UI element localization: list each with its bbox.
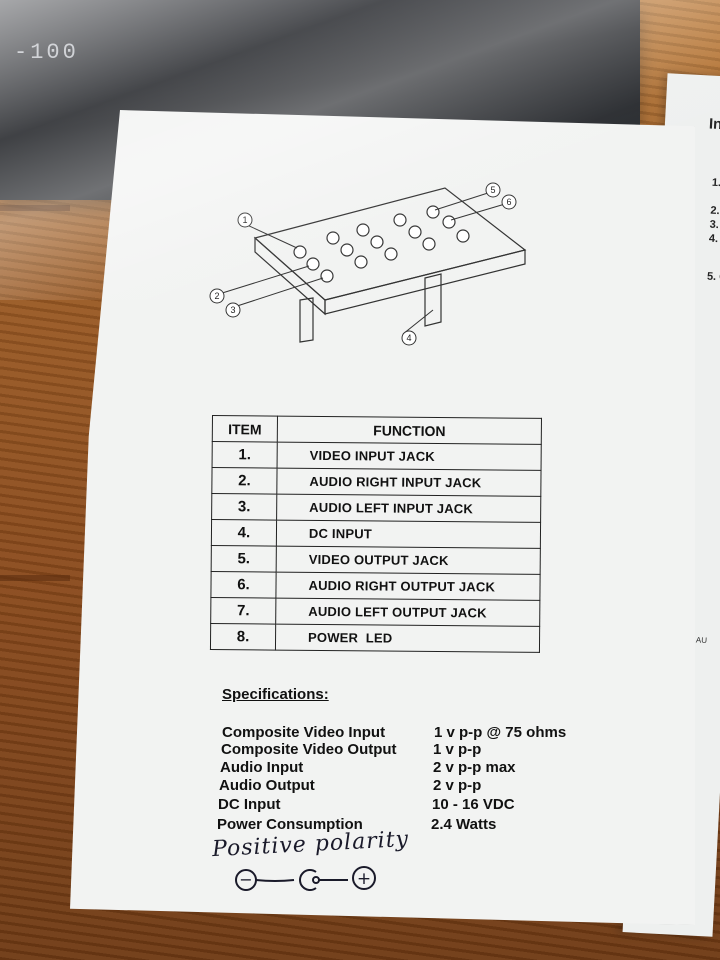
spec-label: Composite Video Input [222,724,386,741]
step-line: V [708,246,720,261]
instructions-steps: 1. Lo (V 2. C 3. P 4. U V 5. C r [706,176,720,299]
table-row: 5.VIDEO OUTPUT JACK [211,545,541,575]
table-row: 6.AUDIO RIGHT OUTPUT JACK [210,571,541,601]
spec-value: 10 - 16 VDC [432,796,515,813]
item-number: 2. [211,467,278,495]
spec-label: Composite Video Output [221,741,397,758]
table-header-row: ITEM FUNCTION [212,415,542,445]
table-row: 4.DC INPUT [211,519,541,549]
spec-value: 1 v p-p [433,741,482,758]
device-body-outline [253,187,527,343]
table-row: 8.POWER LED [210,623,540,653]
item-number: 5. [211,545,277,573]
step-line: (V [711,190,720,205]
instructions-title: Inst [708,115,720,134]
item-function: AUDIO RIGHT INPUT JACK [276,468,542,497]
table-row: 2.AUDIO RIGHT INPUT JACK [211,467,542,497]
polarity-symbol-icon: − + [235,866,376,891]
plus-sign: + [357,869,371,889]
step-line: 5. C [706,270,720,284]
wood-seam [0,205,70,211]
item-function-table: ITEM FUNCTION 1.VIDEO INPUT JACK 2.AUDIO… [210,415,542,653]
item-number: 7. [210,597,276,625]
item-function: POWER LED [275,624,540,653]
item-function: AUDIO LEFT INPUT JACK [276,494,541,523]
spec-label: Power Consumption [217,816,363,833]
item-number: 8. [210,623,276,651]
step-line: 1. Lo [711,176,720,190]
spec-value: 2.4 Watts [431,816,497,833]
spec-value: 2 v p-p [433,777,482,794]
wood-seam [0,575,70,581]
instructions-footer: AU [695,635,708,646]
callout-number: 5 [490,185,495,195]
item-number: 6. [210,571,277,599]
callout-number: 6 [506,197,511,207]
spec-label: Audio Output [219,777,315,794]
item-number: 3. [211,493,277,521]
callout-number: 3 [230,305,235,315]
spec-value: 1 v p-p @ 75 ohms [434,724,567,741]
function-header: FUNCTION [277,416,542,445]
device-model-label: ​-100 [14,40,79,65]
item-number: 1. [212,441,278,469]
item-function: AUDIO LEFT OUTPUT JACK [275,598,540,627]
table-row: 7.AUDIO LEFT OUTPUT JACK [210,597,540,627]
table-row: 1.VIDEO INPUT JACK [212,441,542,471]
product-diagram: 1 2 3 4 5 6 [209,182,527,346]
item-header: ITEM [212,415,278,443]
step-line: 3. P [709,218,720,232]
item-function: DC INPUT [276,520,541,549]
item-function: AUDIO RIGHT OUTPUT JACK [275,572,541,601]
minus-sign: − [239,870,252,889]
callout-number: 1 [242,215,247,225]
step-line: 2. C [710,204,720,218]
spec-label: DC Input [218,796,281,813]
callout-number: 4 [406,333,411,343]
step-line: r [706,284,720,299]
callout-number: 2 [214,291,219,301]
step-line: 4. U [708,232,720,246]
spec-label: Audio Input [220,759,304,776]
item-function: VIDEO OUTPUT JACK [276,546,541,575]
spec-value: 2 v p-p max [433,759,516,776]
item-function: VIDEO INPUT JACK [277,442,542,471]
specifications-title: Specifications: [222,686,329,703]
table-row: 3.AUDIO LEFT INPUT JACK [211,493,541,523]
item-number: 4. [211,519,277,547]
